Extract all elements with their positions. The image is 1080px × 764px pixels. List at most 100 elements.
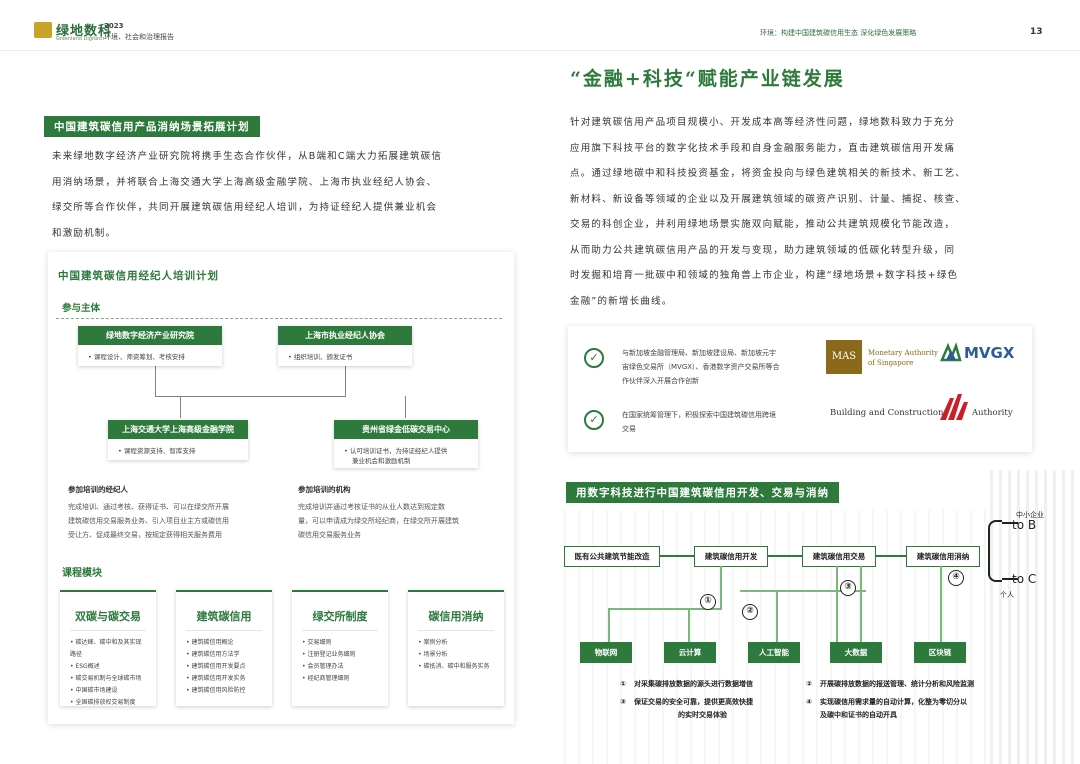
course-item: • 经纪商管理细则 — [302, 675, 350, 682]
course-item: • 碳达峰、碳中和及其实现 — [70, 639, 142, 646]
course-card: 建筑碳信用 • 建筑碳信用概论 • 建筑碳信用方法学 • 建筑碳信用开发要点 •… — [176, 590, 272, 706]
step-number: ④ — [948, 570, 964, 586]
tech-blockchain: 区块链 — [914, 642, 966, 663]
mvgx-logo-icon — [940, 342, 962, 362]
flow-step: 建筑碳信用交易 — [802, 546, 876, 567]
course-item: • 建筑碳信用开发要点 — [186, 663, 246, 670]
broker-line: 建筑碳信用交易服务业务、引入项目业主方或碳信用 — [68, 517, 229, 525]
background-decoration — [990, 470, 1080, 764]
legend-number: ① — [620, 680, 626, 688]
broker-line: 完成培训、通过考核、获得证书、可以在绿交所开展 — [68, 503, 229, 511]
tech-connector — [940, 566, 942, 642]
course-item: • 碳抵消、碳中和服务实务 — [418, 663, 490, 670]
left-section-title: 中国建筑碳信用产品消纳场景拓展计划 — [44, 116, 260, 137]
course-item: • ESG概述 — [70, 663, 100, 670]
tech-connector — [860, 566, 862, 642]
company-logo-icon — [34, 22, 52, 38]
logo-english: Greenland Digitech — [56, 36, 105, 42]
legend-text: 实现碳信用需求量的自动计算，化整为零切分以 及碳中和证书的自动开具 — [820, 696, 967, 722]
course-item: • 注册登记业务细则 — [302, 651, 356, 658]
step-number: ② — [742, 604, 758, 620]
connector — [180, 396, 181, 418]
legend-line: 保证交易的安全可靠，提供更高效快捷 — [634, 698, 753, 706]
broker-desc: 完成培训、通过考核、获得证书、可以在绿交所开展 建筑碳信用交易服务业务、引入项目… — [68, 500, 288, 542]
tech-connector — [608, 608, 610, 642]
broker-line: 受让方、促成最终交易，按规定获得相关服务费用 — [68, 531, 222, 539]
course-title: 建筑碳信用 — [186, 592, 262, 631]
course-item: • 场景分析 — [418, 651, 448, 658]
legend-text: 开展碳排放数据的报送管理、统计分析和风险监测 — [820, 680, 974, 688]
flow-arrow — [660, 555, 694, 557]
right-paragraph: 针对建筑碳信用产品项目规模小、开发成本高等经济性问题，绿地数科致力于充分 应用旗… — [570, 110, 1040, 314]
course-item: • 建筑碳信用风险防控 — [186, 687, 246, 694]
course-item: • 中国碳市场建设 — [70, 687, 118, 694]
course-title: 绿交所制度 — [302, 592, 378, 631]
course-item: • 碳交易机制与全球碳市场 — [70, 675, 142, 682]
connector — [345, 364, 346, 396]
section-header: 环境：构建中国建筑碳信用生态 深化绿色发展策略 — [760, 29, 917, 37]
para-line: 针对建筑碳信用产品项目规模小、开发成本高等经济性问题，绿地数科致力于充分 — [570, 117, 956, 128]
org-name: 上海市执业经纪人协会 — [278, 326, 412, 345]
course-item: • 全国碳排放权交易制度 — [70, 699, 136, 706]
agency-line: 量，可以申请成为绿交所经纪商，在绿交所开展建筑 — [298, 517, 459, 525]
arrow-to-b — [1002, 522, 1018, 524]
legend-number: ③ — [620, 698, 626, 706]
para-line: 应用旗下科技平台的数字化技术手段和自身金融服务能力，直击建筑碳信用开发痛 — [570, 142, 956, 154]
tech-connector — [740, 590, 866, 592]
mvgx-logo-text: MVGX — [964, 344, 1015, 362]
flow-step: 建筑碳信用开发 — [694, 546, 768, 567]
check-circle-icon: ✓ — [584, 348, 604, 368]
partner-item-2: 在国家统筹管理下，积极探索中国建筑碳信用跨境 交易 — [622, 408, 818, 436]
para-line: 绿交所等合作伙伴，共同开展建筑碳信用经纪人培训，为持证经纪人提供兼业机会 — [52, 202, 438, 213]
org-name: 绿地数字经济产业研究院 — [78, 326, 222, 345]
para-line: 金融”的新增长曲线。 — [570, 295, 673, 307]
course-title: 碳信用消纳 — [418, 592, 494, 631]
agency-desc: 完成培训并通过考核证书的从业人数达到规定数 量，可以申请成为绿交所经纪商，在绿交… — [298, 500, 508, 542]
legend-text: 保证交易的安全可靠，提供更高效快捷 的实时交易体验 — [634, 696, 753, 722]
org-card: 贵州省绿金低碳交易中心 • 认可培训证书，为持证经纪人提供 兼业机会和激励机制 — [334, 420, 478, 468]
connector — [405, 396, 406, 418]
course-heading: 课程模块 — [62, 568, 102, 579]
course-card: 碳信用消纳 • 案例分析 • 场景分析 • 碳抵消、碳中和服务实务 — [408, 590, 504, 706]
para-line: 新材料、新设备等领域的企业以及开展建筑领域的碳资产识别、计量、捕捉、核查、 — [570, 193, 966, 205]
partner-line: 与新加坡金融管理局、新加坡建设局、新加坡元宇 — [622, 349, 776, 357]
check-circle-icon: ✓ — [584, 410, 604, 430]
agency-heading: 参加培训的机构 — [298, 485, 351, 494]
mas-name-line2: of Singapore — [868, 359, 914, 367]
to-c: to C — [1012, 572, 1037, 586]
split-bracket — [988, 520, 1002, 582]
agency-line: 完成培训并通过考核证书的从业人数达到规定数 — [298, 503, 445, 511]
partner-line: 交易 — [622, 425, 636, 433]
tech-ai: 人工智能 — [748, 642, 800, 663]
flow-arrow — [768, 555, 802, 557]
bca-name-left: Building and Construction — [830, 408, 944, 418]
header-divider — [0, 50, 1080, 51]
partner-line: 宙绿色交易所（MVGX）、香港数字资产交易所等合 — [622, 363, 780, 371]
para-line: 时发掘和培育一批碳中和领域的独角兽上市企业，构建“绿地场景+数字科技+绿色 — [570, 270, 959, 281]
course-item: • 建筑碳信用方法学 — [186, 651, 240, 658]
tech-cloud: 云计算 — [664, 642, 716, 663]
legend-line: 的实时交易体验 — [678, 711, 727, 719]
flow-step: 既有公共建筑节能改造 — [564, 546, 660, 567]
left-paragraph: 未来绿地数字经济产业研究院将携手生态合作伙伴，从B端和C端大力拓展建筑碳信 用消… — [52, 144, 522, 246]
legend-number: ④ — [806, 698, 812, 706]
tech-connector — [608, 608, 722, 610]
org-card: 上海市执业经纪人协会 • 组织培训、颁发证书 — [278, 326, 412, 366]
org-desc: • 课程设计、师资筹划、考核安排 — [88, 353, 185, 361]
panel-dashed-divider — [56, 318, 502, 319]
page-number: 13 — [1030, 27, 1043, 37]
course-item: • 建筑碳信用概论 — [186, 639, 234, 646]
broker-heading: 参加培训的经纪人 — [68, 485, 128, 494]
bca-name-right: Authority — [972, 408, 1013, 418]
report-year: 2023 — [104, 22, 124, 30]
para-line: 从而助力公共建筑碳信用产品的开发与变现，助力建筑领域的低碳化转型升级，同 — [570, 244, 956, 256]
tech-connector — [720, 566, 722, 608]
tech-connector — [836, 566, 838, 642]
para-line: 用消纳场景，并将联合上海交通大学上海高级金融学院、上海市执业经纪人协会、 — [52, 176, 438, 188]
course-item: 路径 — [70, 651, 83, 658]
to-c-label: 个人 — [1000, 591, 1014, 599]
org-name: 上海交通大学上海高级金融学院 — [108, 420, 248, 439]
legend-line: 实现碳信用需求量的自动计算，化整为零切分以 — [820, 698, 967, 706]
course-card: 双碳与碳交易 • 碳达峰、碳中和及其实现 路径 • ESG概述 • 碳交易机制与… — [60, 590, 156, 706]
course-item: • 建筑碳信用开发实务 — [186, 675, 246, 682]
